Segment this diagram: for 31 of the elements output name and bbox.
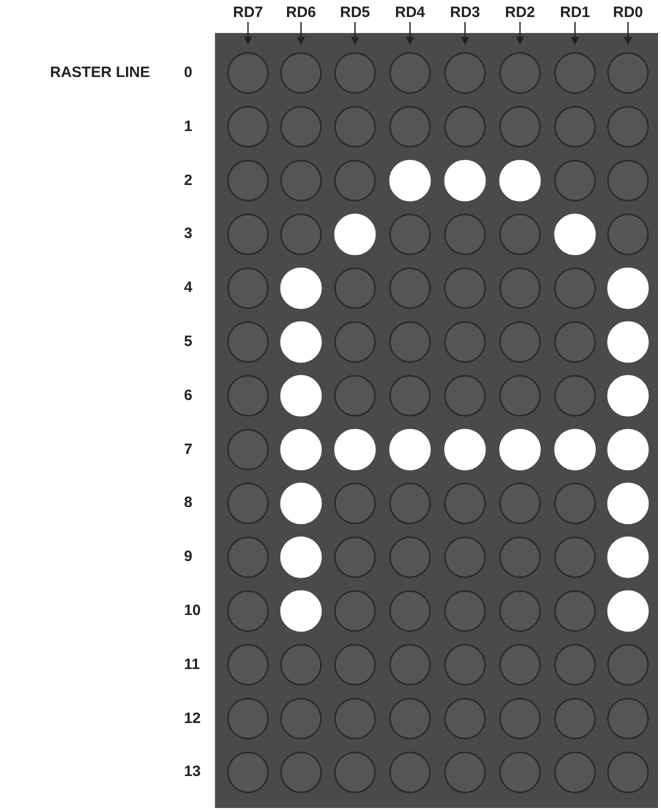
row-number: 3 bbox=[184, 225, 192, 244]
column-label: RD7 bbox=[226, 4, 270, 22]
row-number: 0 bbox=[184, 64, 192, 82]
row-number: 7 bbox=[184, 440, 192, 459]
column-label: RD1 bbox=[553, 4, 597, 22]
leader-arrow bbox=[244, 22, 252, 45]
column-label: RD4 bbox=[388, 4, 432, 22]
row-number: 10 bbox=[184, 602, 201, 620]
row-number: 1 bbox=[184, 118, 192, 136]
row-number: 5 bbox=[184, 333, 192, 351]
row-number: 13 bbox=[184, 763, 201, 782]
leader-arrow bbox=[571, 22, 579, 45]
column-label: RD0 bbox=[606, 4, 650, 22]
leader-arrow bbox=[297, 22, 305, 45]
leader-arrow bbox=[406, 22, 414, 45]
row-number: 2 bbox=[184, 172, 192, 190]
leader-arrow bbox=[351, 22, 359, 45]
row-number: 12 bbox=[184, 710, 201, 728]
row-number: 9 bbox=[184, 548, 192, 566]
row-number: 8 bbox=[184, 494, 192, 512]
axis-title: RASTER LINE bbox=[50, 64, 150, 82]
column-label: RD2 bbox=[498, 4, 542, 22]
column-label: RD5 bbox=[333, 4, 377, 22]
column-label: RD6 bbox=[279, 4, 323, 22]
row-number: 6 bbox=[184, 386, 192, 405]
row-number: 11 bbox=[184, 656, 200, 674]
leader-arrow bbox=[624, 22, 632, 45]
row-number: 4 bbox=[184, 279, 192, 298]
column-label: RD3 bbox=[443, 4, 487, 22]
leader-arrow bbox=[461, 22, 469, 45]
leader-arrow bbox=[516, 22, 524, 45]
